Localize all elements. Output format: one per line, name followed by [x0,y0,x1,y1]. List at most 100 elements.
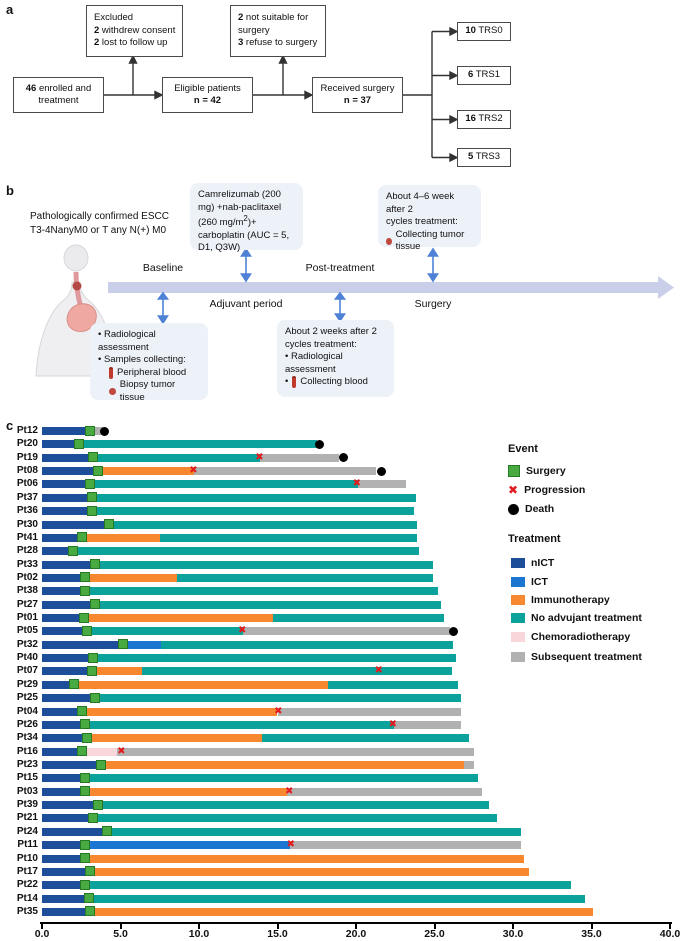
progression-marker: ✖ [388,718,398,730]
patient-label: Pt41 [16,531,38,543]
surgery-marker [88,812,99,823]
patient-label: Pt29 [16,678,38,690]
legend-treatment-item: Subsequent treatment [511,651,642,663]
surgery-marker [82,625,93,636]
legend-treatment-item: Chemoradiotherapy [511,631,630,643]
x-axis-tick [433,924,436,929]
regimen-box: Camrelizumab (200 mg) +nab-paclitaxel (2… [190,183,303,253]
treatment-segment [70,547,419,556]
progression-marker: ✖ [274,705,283,717]
treatment-segment [42,573,82,582]
treatment-segment [82,587,438,596]
ICT-swatch [511,577,525,587]
treatment-segment [261,734,470,743]
treatment-segment [85,894,586,903]
flowchart-arrows [104,26,459,163]
treatment-segment [90,694,462,703]
patient-label: Pt37 [16,491,38,503]
progression-marker: ✖ [285,785,294,797]
treatment-segment [42,694,91,703]
treatment-segment [87,480,358,489]
x-axis-tick [119,924,122,929]
treatment-segment [87,907,594,916]
trs0-box: 10 TRS0 [457,22,511,41]
patient-label: Pt40 [16,652,38,664]
patient-label: Pt04 [16,705,38,717]
death-dot-icon [508,503,519,515]
treatment-segment [42,533,80,542]
treatment-segment [42,493,90,502]
treatment-segment [42,907,88,916]
patient-label: Pt23 [16,759,38,770]
patient-label: Pt30 [16,518,38,530]
surgery-marker [80,879,91,890]
treatment-segment [260,453,339,462]
treatment-segment [42,440,79,449]
treatment-segment [81,881,572,890]
progression-x-icon: ✖ [508,483,519,497]
treatment-segment [84,734,262,743]
timeline-label-post-treatment: Post-treatment [305,262,375,274]
treatment-segment [42,761,99,769]
legend-event-item: ✖ Progression [508,484,585,496]
enrolled-box: 46 enrolled and treatment [13,77,104,113]
treatment-segment [42,467,96,476]
surgery-marker [83,893,94,904]
treatment-segment [106,520,418,529]
legend-event-item: Surgery [508,465,566,477]
death-marker [376,466,386,476]
treatment-segment [357,480,407,489]
treatment-segment [42,480,88,489]
surgery-marker [89,692,100,703]
treatment-segment [98,761,465,769]
patient-label: Pt14 [16,892,38,904]
patient-label: Pt08 [16,465,38,477]
surgery-marker [80,572,91,583]
treatment-segment [42,667,90,676]
treatment-segment [42,827,104,836]
excluded-title: Excluded [94,12,134,24]
legend-treatment-item: ICT [511,576,548,588]
surgery-marker [89,559,100,570]
patient-label: Pt12 [16,425,38,436]
patient-label: Pt07 [16,665,38,677]
treatment-segment [42,600,93,609]
patient-label: Pt06 [16,478,38,490]
x-axis-line [40,922,672,924]
legend-label: Chemoradiotherapy [531,631,631,643]
treatment-segment [42,707,79,716]
treatment-segment [84,627,243,636]
treatment-segment [79,614,273,623]
treatment-segment [89,667,143,676]
x-axis-tick-label: 30.0 [502,928,524,940]
panel-c-label: c [6,418,14,433]
treatment-segment [272,614,444,623]
timeline-graphic [108,247,674,325]
treatment-segment [117,747,474,756]
treatment-segment [81,841,291,850]
tissue-dot-icon [109,388,116,396]
death-marker [315,439,325,449]
surgery-marker [89,599,100,610]
treatment-segment [42,787,82,796]
surgery-marker [67,545,78,556]
surgery-marker [93,799,104,810]
nICT-swatch [511,558,525,568]
patient-label: Pt10 [16,852,38,864]
legend-label: Immunotherapy [531,594,610,606]
legend-label: Progression [524,484,586,496]
treatment-segment [92,600,441,609]
x-axis-tick-label: 25.0 [424,928,445,940]
treatment-segment [42,507,90,516]
treatment-segment [42,640,121,649]
surgery-marker [82,732,93,743]
surgery-marker [93,465,104,476]
surgery-marker [85,866,96,877]
timeline-label-surgery: Surgery [414,298,452,310]
surgery-marker [85,425,96,436]
treatment-segment [42,427,91,435]
baseline-box: • Radiological assessment • Samples coll… [90,323,208,403]
x-axis-tick-label: 40.0 [659,928,681,940]
surgery-marker [85,478,96,489]
